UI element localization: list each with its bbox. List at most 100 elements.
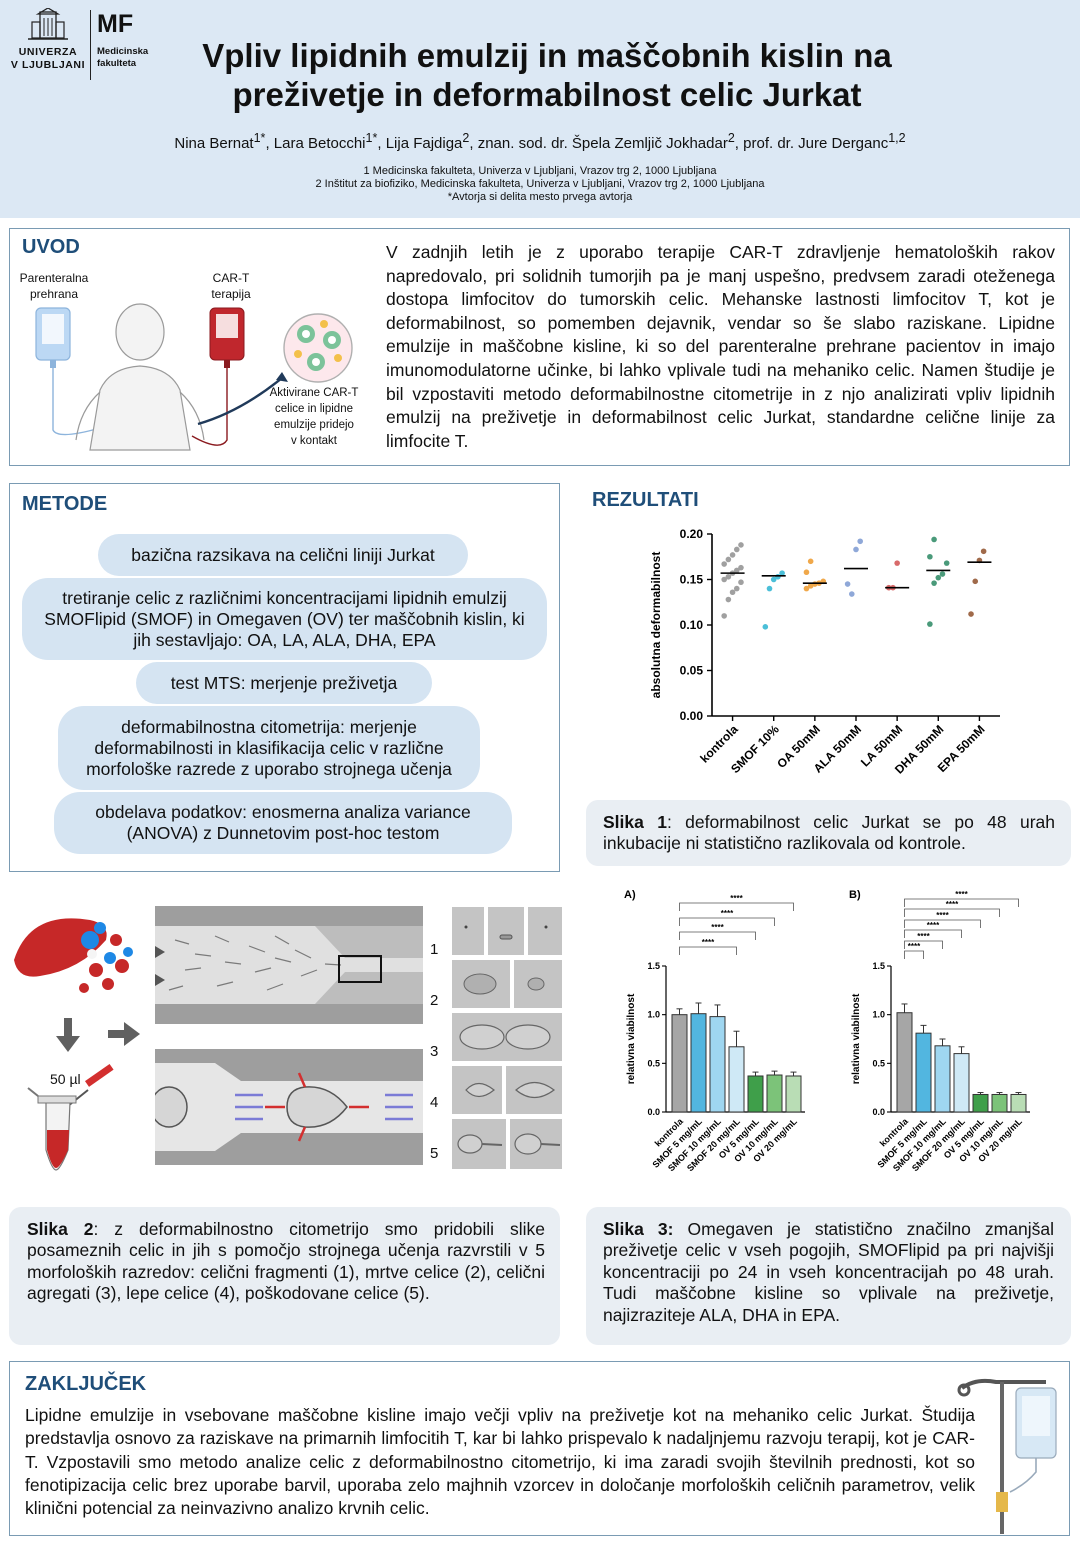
affiliation-1: 1 Medicinska fakulteta, Univerza v Ljubl… <box>363 165 717 177</box>
fig1-caption-box <box>586 800 1071 866</box>
iv-stand-icon <box>957 1378 1057 1534</box>
bar <box>991 1093 1008 1113</box>
y-tick-label: 0.15 <box>680 573 704 587</box>
affiliation-note: *Avtorja si delita mesto prvega avtorja <box>447 191 633 203</box>
bar <box>671 1014 688 1113</box>
fig3-caption: Slika 3: Omegaven je statistično značiln… <box>603 1219 1054 1326</box>
label-parenteral-2: prehrana <box>29 287 79 301</box>
iv-bag-blue-icon <box>35 307 101 436</box>
label-activated: Aktivirane CAR-T celice in lipidne emulz… <box>262 385 366 449</box>
fig2-caption-box <box>9 1207 560 1345</box>
y-tick-label: 0.0 <box>872 1107 885 1117</box>
cell-deformation-schematic <box>155 1049 423 1165</box>
data-point <box>849 591 855 597</box>
significance-bracket <box>904 940 943 949</box>
author-affil: 1,2 <box>888 131 906 145</box>
class-number: 4 <box>430 1094 439 1111</box>
affiliation-2: 2 Inštitut za biofiziko, Medicinska faku… <box>315 178 765 190</box>
label-parenteral-1: Parenteralna <box>19 271 89 285</box>
title-line-1: Vpliv lipidnih emulzij in maščobnih kisl… <box>202 37 892 74</box>
significance-label: **** <box>908 942 921 951</box>
fig2-sample-illustration <box>14 918 140 1171</box>
rezultati-heading: REZULTATI <box>592 489 699 511</box>
y-tick-label: 1.0 <box>872 1010 885 1020</box>
data-point <box>733 567 740 574</box>
zakljucek-heading: ZAKLJUČEK <box>25 1373 147 1395</box>
label-activated-1: Aktivirane CAR-T <box>269 387 359 399</box>
significance-bracket <box>904 898 1019 907</box>
bar <box>690 1013 707 1113</box>
bar <box>915 1032 932 1113</box>
label-activated-4: v kontakt <box>290 435 338 447</box>
data-point <box>931 536 937 543</box>
author: Lara Betocchi <box>273 135 366 152</box>
zakljucek-text: Lipidne emulzije in vsebovane maščobne k… <box>25 1405 975 1519</box>
data-point <box>968 611 974 617</box>
fig2-caption-text: : z deformabilnostno citometrijo smo pri… <box>27 1219 545 1304</box>
significance-bracket <box>904 929 962 938</box>
class-number-list: 1 2 3 4 5 <box>430 924 444 1179</box>
volume-label: 50 µl <box>50 1071 81 1087</box>
bar <box>1010 1093 1027 1113</box>
significance-bracket <box>679 917 775 926</box>
y-tick-label: 0.20 <box>680 527 704 541</box>
class-number: 3 <box>430 1043 439 1060</box>
data-point <box>729 589 736 596</box>
method-step-1: bazična razsikava na celični liniji Jurk… <box>98 534 468 576</box>
method-step-2: tretiranje celic z različnimi koncentrac… <box>22 578 547 660</box>
data-point <box>803 585 810 592</box>
data-point <box>738 579 744 586</box>
data-point <box>733 546 740 553</box>
significance-label: **** <box>927 921 940 930</box>
label-cart-1: CAR-T <box>212 271 250 285</box>
data-point <box>779 570 785 576</box>
data-point <box>935 574 942 581</box>
data-point <box>725 573 732 580</box>
significance-bracket <box>904 908 1000 917</box>
y-tick-label: 1.0 <box>647 1010 660 1020</box>
mf-logo-text: MF <box>97 10 134 38</box>
y-tick-label: 0.0 <box>647 1107 660 1117</box>
data-point <box>927 621 933 627</box>
data-point <box>725 596 732 603</box>
author-affil: 2 <box>462 131 470 145</box>
author-affil: 2 <box>727 131 735 145</box>
cell-contact-icon <box>283 313 353 383</box>
method-step-4: deformabilnostna citometrija: merjenje d… <box>58 706 480 790</box>
y-axis-label: relativna viabilnost <box>851 993 862 1084</box>
mf-logo-sub2: fakulteta <box>97 58 137 69</box>
fig3-caption-box <box>586 1207 1071 1345</box>
data-point <box>853 546 859 553</box>
fig3-caption-text: Omegaven je statistično značilno zmanjša… <box>603 1219 1054 1325</box>
author-affil: 1* <box>365 131 378 145</box>
bar <box>709 1016 726 1113</box>
author-list: Nina Bernat1*, Lara Betocchi1*, Lija Faj… <box>174 131 906 152</box>
bar <box>728 1046 745 1113</box>
bar <box>972 1093 989 1113</box>
title-line-2: preživetje in deformabilnost celic Jurka… <box>232 76 862 113</box>
data-point <box>729 552 736 558</box>
data-point <box>803 569 810 576</box>
author: Lija Fajdiga <box>385 135 463 152</box>
significance-label: **** <box>730 894 743 903</box>
significance-label: **** <box>721 909 734 918</box>
label-cart: CAR-T terapija <box>196 270 266 302</box>
fig1-caption: Slika 1: deformabilnost celic Jurkat se … <box>603 812 1055 854</box>
data-point <box>807 558 814 565</box>
bar <box>747 1075 764 1113</box>
y-tick-label: 0.5 <box>872 1058 885 1068</box>
data-point <box>721 561 727 567</box>
data-point <box>844 581 851 587</box>
y-tick-label: 0.10 <box>680 618 704 632</box>
data-point <box>762 624 769 630</box>
arrow-down-icon <box>56 1018 80 1052</box>
bar <box>934 1045 951 1113</box>
arrow-right-icon <box>108 1022 140 1046</box>
data-point <box>738 564 744 571</box>
mf-logo: MF Medicinska fakulteta <box>90 10 167 80</box>
data-point <box>980 548 987 555</box>
data-point <box>733 585 740 592</box>
